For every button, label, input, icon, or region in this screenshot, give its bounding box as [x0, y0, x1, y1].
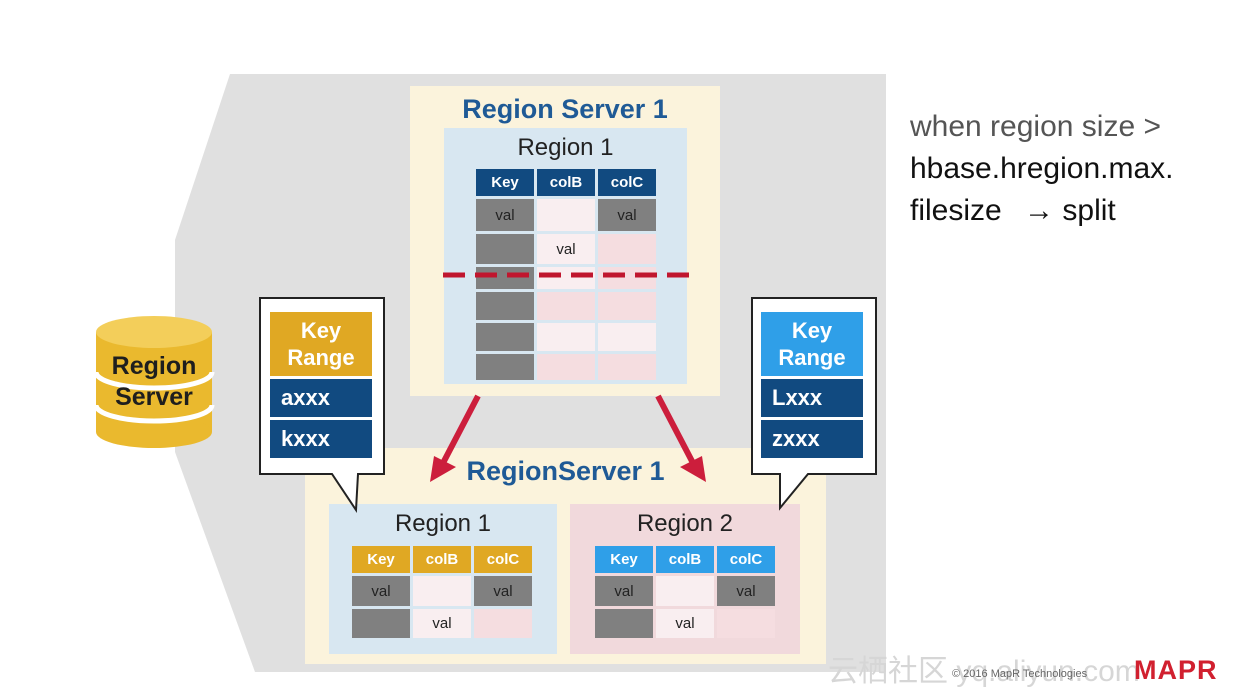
- split-line: [443, 272, 692, 278]
- top-region-1-title: Region 1: [517, 134, 614, 161]
- top-r3-key: [476, 267, 534, 289]
- top-r1-colc: val: [598, 199, 656, 231]
- right-arrow-icon: →: [1024, 194, 1055, 227]
- bottom-region-1-title: Region 1: [394, 510, 492, 537]
- top-col-b: colB: [537, 169, 595, 196]
- watermark-text: 云栖社区 yq.aliyun.com: [828, 655, 1140, 688]
- top-col-key: Key: [476, 169, 534, 196]
- r2-r2-colb: val: [656, 609, 714, 638]
- r1-col-b: colB: [413, 546, 471, 573]
- r1-r1-colc: val: [474, 576, 532, 606]
- note-split: split: [1062, 194, 1116, 227]
- db-label-line1: Region: [111, 352, 197, 380]
- top-r4-colb: [537, 292, 595, 320]
- left-key-range-start: axxx: [270, 379, 372, 417]
- top-col-c: colC: [598, 169, 656, 196]
- note-filesize: filesize: [910, 194, 1002, 227]
- r1-col-c: colC: [474, 546, 532, 573]
- note-line2: hbase.hregion.max.: [910, 152, 1174, 185]
- r1-col-key: Key: [352, 546, 410, 573]
- top-r2-colb: val: [537, 234, 595, 264]
- r2-r1-key: val: [595, 576, 653, 606]
- mapr-logo: MAPR: [1134, 655, 1218, 685]
- top-r6-colc: [598, 354, 656, 380]
- left-key-range-line1: Key: [300, 318, 342, 343]
- top-r2-colc: [598, 234, 656, 264]
- right-key-range-end: zxxx: [761, 420, 863, 458]
- top-r1-key: val: [476, 199, 534, 231]
- note-line3: filesize → split: [910, 190, 1116, 232]
- r2-col-b: colB: [656, 546, 714, 573]
- r1-r2-key: [352, 609, 410, 638]
- r1-r2-colb: val: [413, 609, 471, 638]
- top-r6-key: [476, 354, 534, 380]
- r2-r1-colc: val: [717, 576, 775, 606]
- top-r6-colb: [537, 354, 595, 380]
- top-r5-key: [476, 323, 534, 351]
- bottom-server-title: RegionServer 1: [466, 456, 665, 486]
- right-key-range-line1: Key: [791, 318, 833, 343]
- top-r3-colc: [598, 267, 656, 289]
- top-r4-colc: [598, 292, 656, 320]
- left-key-range-header: Key Range: [270, 312, 372, 376]
- split-arrow-icon: [430, 394, 706, 482]
- right-key-range-line2: Range: [778, 345, 846, 370]
- top-r1-colb: [537, 199, 595, 231]
- right-key-range-header: Key Range: [761, 312, 863, 376]
- top-r4-key: [476, 292, 534, 320]
- r2-r2-colc: [717, 609, 775, 638]
- bottom-region-2-title: Region 2: [636, 510, 734, 537]
- note-line1: when region size >: [910, 110, 1161, 143]
- left-key-range-end: kxxx: [270, 420, 372, 458]
- right-key-range-start: Lxxx: [761, 379, 863, 417]
- r1-r2-colc: [474, 609, 532, 638]
- copyright-text: © 2016 MapR Technologies: [952, 668, 1088, 680]
- top-r5-colc: [598, 323, 656, 351]
- r1-r1-key: val: [352, 576, 410, 606]
- region-server-database: Region Server: [93, 310, 215, 454]
- r2-r2-key: [595, 609, 653, 638]
- r2-r1-colb: [656, 576, 714, 606]
- top-r5-colb: [537, 323, 595, 351]
- top-r2-key: [476, 234, 534, 264]
- top-server-title: Region Server 1: [462, 94, 668, 124]
- r2-col-c: colC: [717, 546, 775, 573]
- r1-r1-colb: [413, 576, 471, 606]
- database-cylinder-icon: [93, 316, 215, 448]
- r2-col-key: Key: [595, 546, 653, 573]
- left-key-range-line2: Range: [287, 345, 355, 370]
- db-label-line2: Server: [115, 383, 193, 411]
- top-r3-colb: [537, 267, 595, 289]
